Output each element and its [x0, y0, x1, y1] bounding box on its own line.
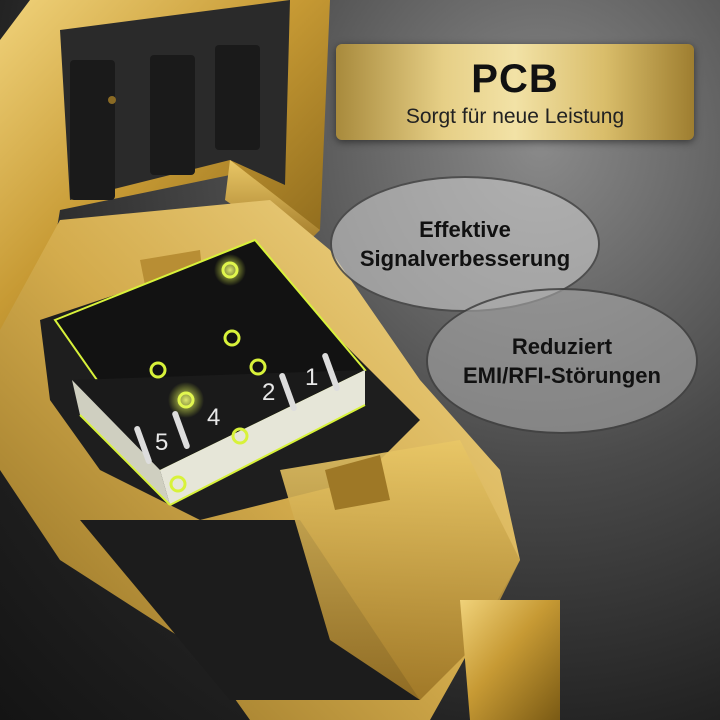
bubble-line: Signalverbesserung: [359, 246, 571, 271]
pcb-label-2: 2: [262, 379, 275, 406]
banner-subtitle: Sorgt für neue Leistung: [405, 105, 625, 128]
pcb-label-4: 4: [207, 404, 220, 431]
feature-bubble-emi: Reduziert EMI/RFI-Störungen: [426, 288, 698, 434]
pcb-banner: PCB Sorgt für neue Leistung: [336, 44, 694, 140]
pcb-label-5: 5: [155, 429, 168, 456]
bubble-line: Reduziert: [511, 334, 613, 359]
bubble-line: Effektive: [419, 217, 511, 242]
bubble-line: EMI/RFI-Störungen: [463, 363, 661, 388]
pcb-board: 5 4 2 1: [53, 238, 367, 506]
banner-title: PCB: [471, 57, 559, 101]
pcb-label-1: 1: [305, 364, 318, 391]
